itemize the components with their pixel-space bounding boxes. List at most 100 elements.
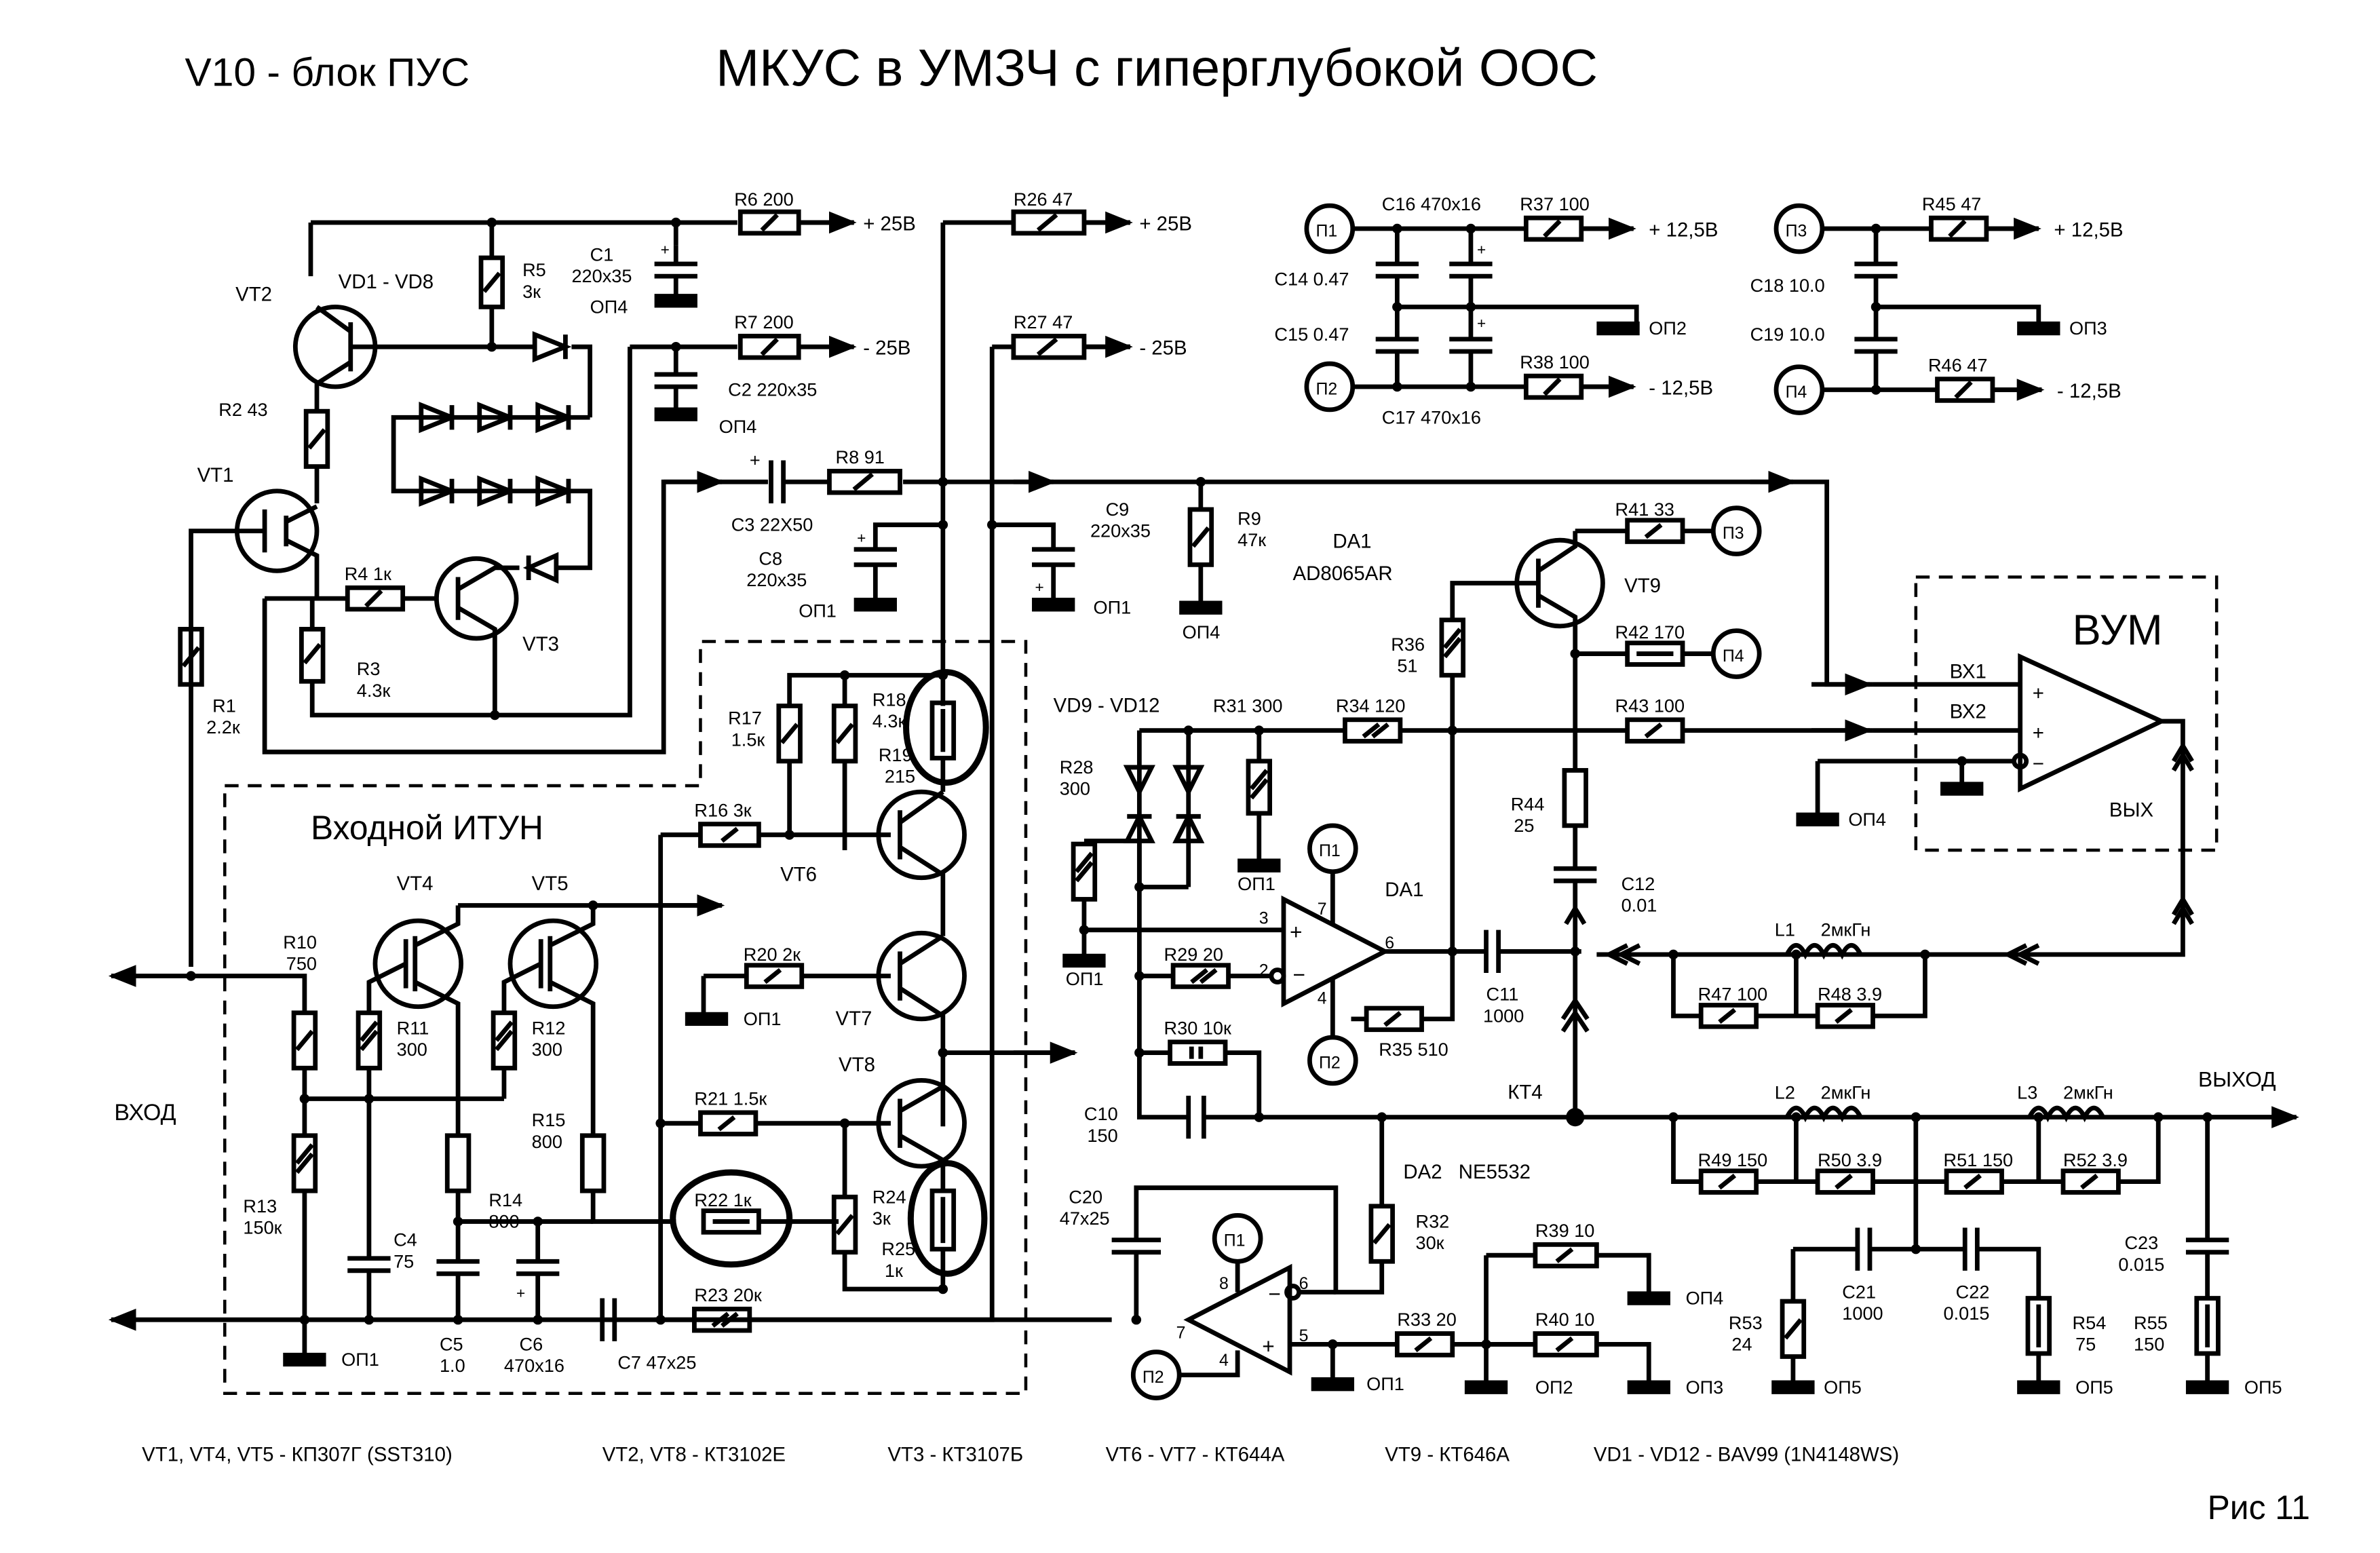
block-title: V10 - блок ПУС — [185, 51, 469, 95]
l3-inductor — [2027, 1105, 2105, 1123]
op4-ground-vum: ОП4 — [1848, 809, 1886, 830]
da1-part: AD8065AR — [1293, 562, 1393, 585]
op4-ground-c1: ОП4 — [590, 296, 628, 317]
da2-plus: + — [1262, 1334, 1275, 1358]
r32-resistor — [1368, 1204, 1395, 1264]
da1-pin4: 4 — [1318, 989, 1327, 1008]
r7-label: R7 200 — [734, 311, 793, 332]
r47-resistor — [1698, 1003, 1759, 1029]
rail-m25-a: - 25В — [863, 337, 910, 359]
p4-node-b — [1710, 628, 1762, 679]
r44-label: R44 — [1511, 793, 1545, 814]
r40-label: R40 10 — [1535, 1309, 1594, 1330]
r24-value: 3к — [872, 1208, 891, 1229]
r37-label: R37 100 — [1520, 193, 1590, 214]
da1-pin3: 3 — [1259, 909, 1269, 928]
r3-value: 4.3к — [357, 680, 391, 701]
r42-label: R42 170 — [1615, 621, 1685, 643]
r53-label: R53 — [1729, 1312, 1763, 1333]
kt4-label: КТ4 — [1508, 1081, 1542, 1103]
r24-label: R24 — [872, 1186, 906, 1207]
input-itun-title: Входной ИТУН — [311, 809, 543, 847]
rail-p25-b: + 25В — [1139, 212, 1192, 235]
da2-opamp — [1183, 1263, 1292, 1376]
legend-vt9: VT9 - КТ646А — [1385, 1443, 1510, 1465]
r5-value: 3к — [522, 281, 541, 302]
r28-label: R28 — [1060, 756, 1094, 778]
r30-label: R30 10к — [1164, 1017, 1231, 1038]
vt4-label: VT4 — [397, 873, 434, 895]
r28-value: 300 — [1060, 778, 1090, 799]
r51-label: R51 150 — [1944, 1149, 2014, 1170]
r31-label: R31 300 — [1213, 695, 1283, 716]
r50-label: R50 3.9 — [1818, 1149, 1882, 1170]
r19-label: R19 — [879, 744, 913, 765]
r32-label: R32 — [1415, 1210, 1449, 1231]
r13-value: 150к — [243, 1217, 282, 1238]
r53-value: 24 — [1731, 1333, 1752, 1354]
c8-value: 220x35 — [746, 569, 807, 590]
op4-ground-r9: ОП4 — [1183, 621, 1221, 643]
p2-node-c — [1130, 1349, 1182, 1400]
c9-plus: + — [1035, 579, 1044, 596]
p2-node-b — [1307, 1035, 1358, 1086]
r2-label: R2 43 — [218, 399, 267, 420]
c3-label: C3 22X50 — [731, 514, 813, 535]
r52-resistor — [2060, 1168, 2121, 1195]
r17-label: R17 — [728, 708, 762, 729]
vt8-label: VT8 — [839, 1054, 875, 1076]
p1-label-a: П1 — [1316, 221, 1337, 240]
l1-inductor — [1784, 943, 1863, 960]
vum-out-label: ВЫХ — [2109, 799, 2153, 821]
r51-resistor — [1944, 1168, 2004, 1195]
r33-label: R33 20 — [1397, 1309, 1456, 1330]
op5-ground-r54: ОП5 — [2075, 1377, 2113, 1398]
c6-label: C6 — [520, 1333, 543, 1354]
op1-ground-c8: ОП1 — [799, 600, 837, 621]
vt9-section: VT9 R36 51 R41 33 П3 R42 170 П4 R44 25 C… — [1391, 499, 1873, 1127]
output-network: L1 2мкГн R47 100 R48 3.9 ВЫХОД L2 2мкГн … — [1575, 919, 2299, 1398]
r10-value: 750 — [286, 953, 317, 974]
r18-value: 4.3к — [872, 710, 906, 731]
op5-ground-r55: ОП5 — [2244, 1377, 2282, 1398]
r4-resistor — [345, 585, 406, 612]
r48-label: R48 3.9 — [1818, 984, 1882, 1005]
vum-plus-2: + — [2033, 722, 2044, 744]
r1-resistor — [178, 626, 204, 687]
r45-label: R45 47 — [1922, 193, 1981, 214]
p2-label-c: П2 — [1143, 1368, 1164, 1387]
rail-m25-b: - 25В — [1139, 337, 1187, 359]
c14-label: C14 0.47 — [1274, 269, 1349, 290]
r18-highlight-circle — [903, 669, 989, 786]
op1-ground-r20: ОП1 — [744, 1008, 782, 1029]
r12-value: 300 — [532, 1039, 562, 1060]
op3-ground-a: ОП3 — [2069, 318, 2107, 339]
p1-node-b — [1307, 823, 1358, 875]
r8-resistor — [827, 468, 902, 495]
rail-p12-a: + 12,5В — [1649, 218, 1718, 241]
op1-ground-da2: ОП1 — [1366, 1373, 1404, 1394]
l2-value: 2мкГн — [1821, 1081, 1871, 1103]
r49-resistor — [1698, 1168, 1759, 1195]
r23-resistor — [692, 1306, 752, 1333]
c22-value: 0.015 — [1944, 1303, 1990, 1324]
vum-in2-label: ВХ2 — [1950, 701, 1986, 723]
p3-label-a: П3 — [1786, 221, 1807, 240]
r36-label: R36 — [1391, 634, 1425, 655]
r16-resistor — [698, 822, 761, 848]
r18-label: R18 — [872, 689, 906, 710]
r22-highlight-circle — [670, 1169, 793, 1268]
r6-label: R6 200 — [734, 189, 793, 210]
r14-label: R14 — [488, 1189, 522, 1210]
op1-ground-r28: ОП1 — [1066, 968, 1104, 989]
c8-plus: + — [857, 530, 866, 547]
page-title: МКУС в УМЗЧ с гиперглубокой ООС — [716, 39, 1598, 98]
op4-ground-c2: ОП4 — [719, 416, 757, 437]
c6-value: 470x16 — [504, 1355, 564, 1376]
r38-label: R38 100 — [1520, 351, 1590, 372]
op4-ground-r39: ОП4 — [1686, 1288, 1724, 1309]
r5-label: R5 — [522, 259, 546, 280]
op5-ground-r53: ОП5 — [1824, 1377, 1862, 1398]
r20-label: R20 2к — [744, 944, 801, 965]
